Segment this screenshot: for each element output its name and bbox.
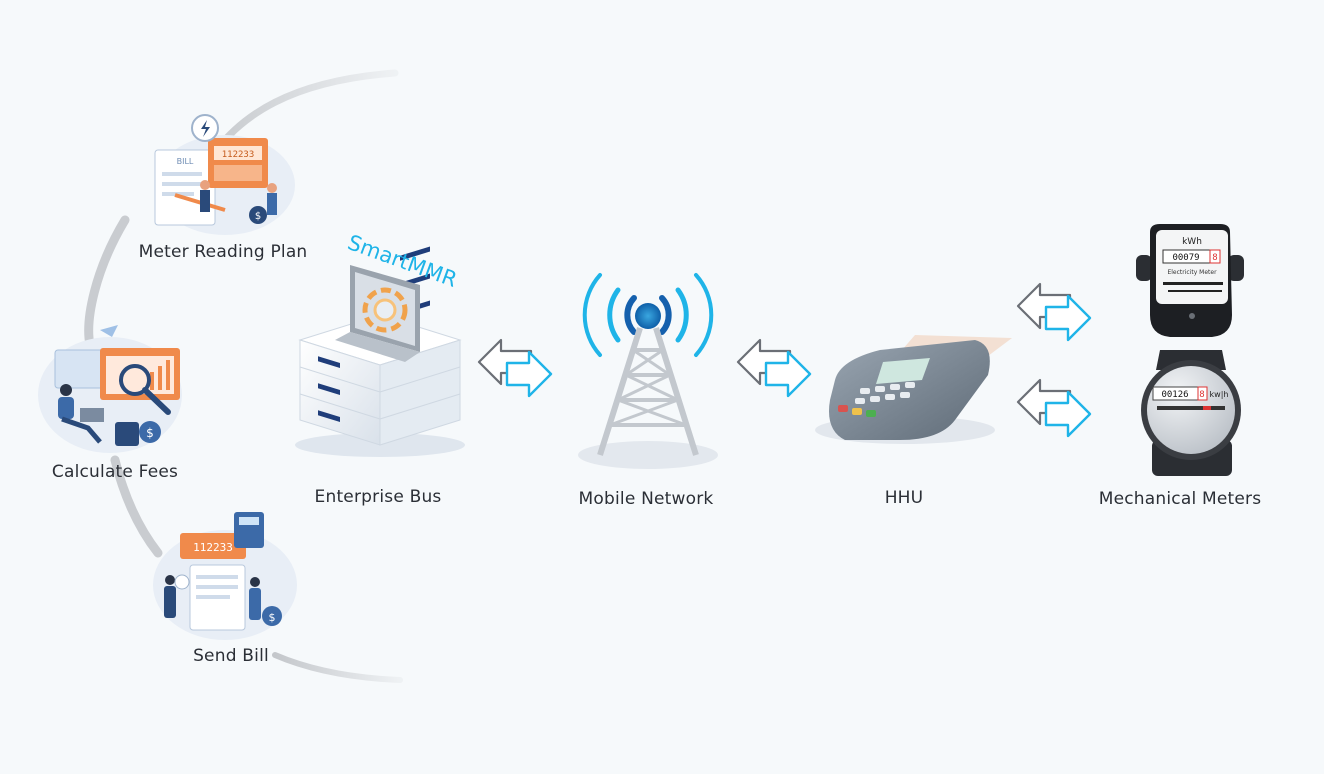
electricity-meter-unit: kWh [1182,237,1202,247]
electricity-meter-illustration: kWh 00079 8 Electricity Meter [1136,224,1244,337]
mobile-network-illustration [578,273,718,469]
arrows-hhu-electricity-meter [1016,282,1092,342]
meter-reading-plan-illustration: BILL 112233 $ [154,114,295,235]
bill-word-text: BILL [177,157,194,166]
hhu-illustration [815,335,1012,444]
round-meter-illustration: 00126 8 kw|h [1141,350,1241,476]
label-mobile-network: Mobile Network [578,489,714,509]
electricity-meter-digits: 00079 [1172,253,1199,263]
send-bill-illustration: 112233 $ [153,512,297,640]
electricity-meter-last-digit: 8 [1212,253,1217,263]
label-enterprise-bus: Enterprise Bus [314,487,442,507]
arrows-network-hhu [736,338,812,398]
label-send-bill: Send Bill [193,646,269,666]
round-meter-digits: 00126 [1161,390,1188,400]
round-meter-last-digit: 8 [1199,390,1204,400]
arrows-hhu-round-meter [1016,378,1092,438]
label-hhu: HHU [884,488,924,508]
laptop [335,265,420,362]
electricity-meter-caption: Electricity Meter [1167,269,1217,276]
plan-digits-text: 112233 [222,150,255,160]
enterprise-bus-illustration: SmartMMR [295,230,465,457]
label-calculate-fees: Calculate Fees [51,462,179,482]
arrows-bus-network [477,338,553,398]
round-meter-unit: kw|h [1210,390,1229,399]
server-stack [298,246,462,446]
svg-text:$: $ [146,426,154,440]
label-mechanical-meters: Mechanical Meters [1098,489,1262,509]
label-meter-reading-plan: Meter Reading Plan [138,242,308,262]
svg-text:$: $ [255,211,261,222]
svg-text:$: $ [269,611,276,624]
send-digits-text: 112233 [193,541,233,554]
calculate-fees-illustration: $ [38,325,182,453]
